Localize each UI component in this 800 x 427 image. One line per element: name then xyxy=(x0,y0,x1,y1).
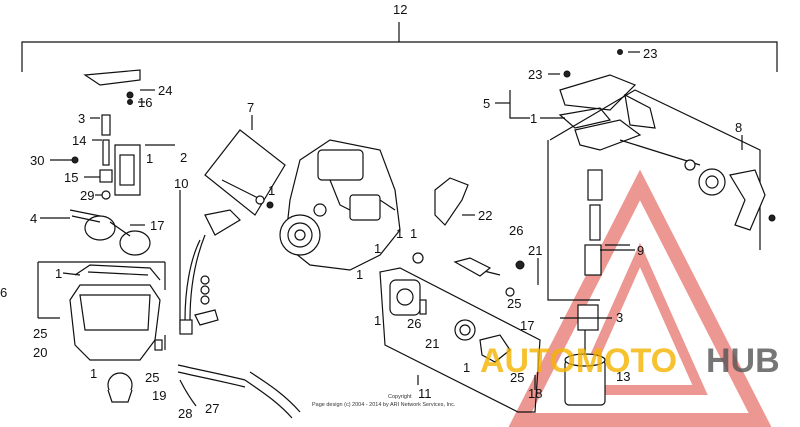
callout-20: 20 xyxy=(33,345,47,360)
callout-24: 24 xyxy=(158,83,172,98)
callout-18: 18 xyxy=(528,386,542,401)
callout-1-gasket-b: 1 xyxy=(374,313,381,328)
bracket-24 xyxy=(83,69,141,105)
callout-25-lower: 25 xyxy=(510,370,524,385)
callout-8: 8 xyxy=(735,120,742,135)
callout-3-right: 3 xyxy=(616,310,623,325)
callout-1-bowl: 1 xyxy=(55,266,62,281)
callout-1-carb-c: 1 xyxy=(410,226,417,241)
callout-23-top: 23 xyxy=(643,46,657,61)
lever-22 xyxy=(434,177,469,226)
watermark-logo xyxy=(508,169,772,427)
callout-3-top: 3 xyxy=(78,111,85,126)
callout-1-gasket-a: 1 xyxy=(356,267,363,282)
callout-7: 7 xyxy=(247,100,254,115)
callout-26-lower: 26 xyxy=(407,316,421,331)
callout-16: 16 xyxy=(138,95,152,110)
callout-1-drain: 1 xyxy=(90,366,97,381)
callout-22: 22 xyxy=(478,208,492,223)
hoses xyxy=(177,364,301,419)
callout-17-left: 17 xyxy=(150,218,164,233)
callout-1-cap: 1 xyxy=(463,360,470,375)
float-assembly xyxy=(69,209,151,256)
callout-19: 19 xyxy=(152,388,166,403)
copyright-line-1: Copyright xyxy=(388,394,412,400)
callout-21-center: 21 xyxy=(528,243,542,258)
part-7-box xyxy=(204,129,286,216)
callout-1-cover: 1 xyxy=(530,111,537,126)
callout-2: 2 xyxy=(180,150,187,165)
callout-5: 5 xyxy=(483,96,490,111)
top-cover xyxy=(558,49,637,129)
callout-26-center: 26 xyxy=(509,223,523,238)
callout-12: 12 xyxy=(393,2,407,17)
float-bowl xyxy=(69,264,163,403)
watermark-text: AUTOMOTO HUB xyxy=(480,342,780,380)
cable-assembly xyxy=(179,200,241,335)
part-8-assembly xyxy=(549,89,776,250)
top-bracket xyxy=(21,22,778,72)
callout-13: 13 xyxy=(616,369,630,384)
callout-14: 14 xyxy=(72,133,86,148)
watermark-automoto: AUTOMOTO xyxy=(480,342,677,380)
part-11-box xyxy=(379,267,541,413)
watermark-hub: HUB xyxy=(706,342,780,380)
callout-25-drain: 25 xyxy=(145,370,159,385)
callout-11: 11 xyxy=(418,386,432,401)
callout-29: 29 xyxy=(80,188,94,203)
callout-10: 10 xyxy=(174,176,188,191)
callout-1-carb-a: 1 xyxy=(374,241,381,256)
screws-center xyxy=(412,252,539,297)
callout-6: 6 xyxy=(0,285,7,300)
callout-9: 9 xyxy=(637,243,644,258)
copyright-line-2: Page design (c) 2004 - 2014 by ARI Netwo… xyxy=(312,402,456,408)
callout-17-right: 17 xyxy=(520,318,534,333)
callout-15: 15 xyxy=(64,170,78,185)
callout-4: 4 xyxy=(30,211,37,226)
jet-parts xyxy=(71,114,141,200)
callout-23-left: 23 xyxy=(528,67,542,82)
callout-1-carb-b: 1 xyxy=(396,226,403,241)
callout-1-jet: 1 xyxy=(146,151,153,166)
callout-27: 27 xyxy=(205,401,219,416)
callout-25-center: 25 xyxy=(507,296,521,311)
copyright-notice: Copyright Page design (c) 2004 - 2014 by… xyxy=(312,394,456,408)
callout-labels: 12 23 23 24 16 5 1 3 14 2 1 30 15 29 7 1… xyxy=(0,2,742,421)
carburetor-body xyxy=(279,139,401,271)
callout-25-bowl: 25 xyxy=(33,326,47,341)
callout-30: 30 xyxy=(30,153,44,168)
chamber-13 xyxy=(564,330,606,406)
leader-lines xyxy=(40,51,743,390)
callout-28: 28 xyxy=(178,406,192,421)
callout-21-lower: 21 xyxy=(425,336,439,351)
callout-1-box7: 1 xyxy=(268,183,275,198)
